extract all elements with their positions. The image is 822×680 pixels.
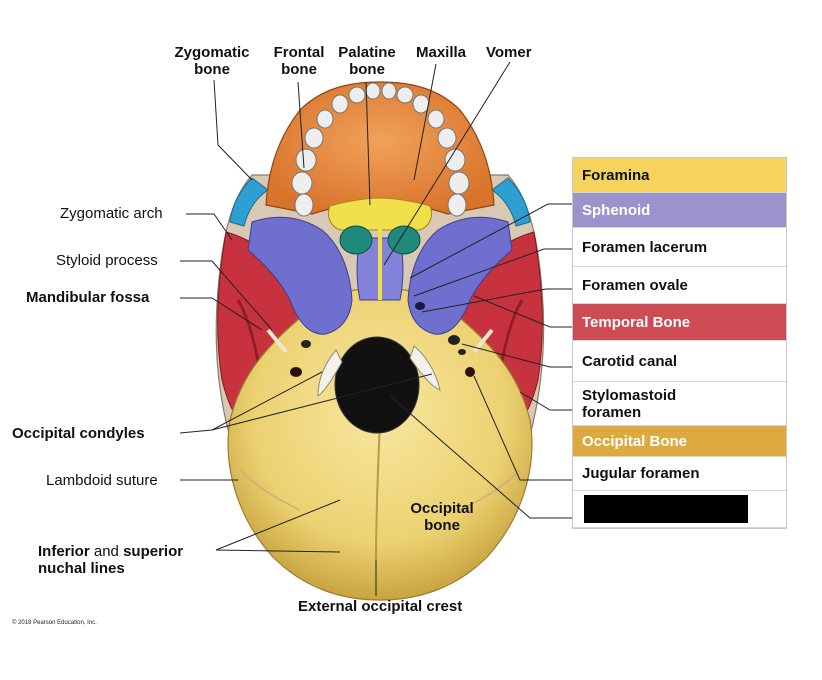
label-nuchal-lines-line1: Inferior and superior [38, 543, 183, 560]
sphenoid-right [407, 216, 513, 335]
foramen-magnum [334, 336, 420, 434]
label-frontal-bone-line2: bone [281, 61, 317, 78]
legend-row: Foramen lacerum [573, 228, 786, 267]
label-styloid-process: Styloid process [56, 252, 158, 269]
label-occipital-condyles: Occipital condyles [12, 425, 145, 442]
label-lambdoid-suture: Lambdoid suture [46, 472, 158, 489]
zygomatic-bone-right [491, 177, 531, 227]
legend-label: Temporal Bone [582, 313, 691, 331]
legend-row [573, 491, 786, 528]
legend-row: Foramen ovale [573, 267, 786, 304]
occipital-condyle-left [317, 349, 343, 398]
legend-row: Sphenoid [573, 193, 786, 228]
lambdoid-suture-line [239, 469, 521, 511]
teeth [291, 82, 470, 217]
label-palatine-bone-line1: Palatine [338, 44, 396, 61]
leader-legend-foramina [409, 203, 572, 279]
legend-label: Carotid canal [582, 352, 678, 370]
left-foramen-hole [290, 367, 302, 377]
label-nuchal-lines-line2: nuchal lines [38, 560, 125, 577]
label-frontal-bone-line1: Frontal [273, 44, 325, 61]
label-zygomatic-bone-line2: bone [194, 61, 230, 78]
legend-label: Stylomastoid foramen [582, 386, 677, 421]
choana-right [387, 225, 421, 255]
external-occipital-crest-ridge [375, 419, 381, 561]
leader-nuchal-lines-2 [215, 549, 341, 553]
redacted-label [584, 495, 748, 523]
label-zygomatic-bone-line1: Zygomatic [174, 44, 250, 61]
leader-frontal-bone [297, 81, 305, 169]
legend-row: Jugular foramen [573, 457, 786, 491]
leader-legend-carotid [461, 343, 572, 368]
leader-zygomatic-arch [186, 213, 233, 241]
leader-occipital-condyles-2 [211, 373, 433, 431]
legend-label: Jugular foramen [582, 465, 700, 482]
legend-label: Foramen lacerum [582, 238, 708, 256]
legend-label: Sphenoid [582, 201, 651, 219]
label-nuchal-superior: superior [123, 543, 184, 560]
jugular-foramen-hole [448, 335, 460, 345]
label-occipital-bone-line1: Occipital [410, 500, 474, 517]
stylomastoid-hole [465, 367, 475, 377]
legend-row: Stylomastoid foramen [573, 382, 786, 426]
legend-label: Foramen ovale [582, 276, 688, 294]
legend-label: Occipital Bone [582, 432, 688, 450]
leader-zygomatic-bone [213, 79, 253, 181]
leader-legend-ovale [421, 288, 572, 313]
label-frontal-bone: Frontal bone [264, 44, 334, 78]
legend-row: Carotid canal [573, 341, 786, 382]
leader-lines [179, 61, 572, 596]
carotid-canal-hole [458, 349, 466, 355]
label-mandibular-fossa: Mandibular fossa [26, 289, 150, 306]
sphenoid-left [247, 216, 353, 335]
copyright-text: © 2018 Pearson Education, Inc. [12, 620, 97, 626]
leader-legend-jugular [473, 375, 572, 481]
leader-legend-lacerum [413, 248, 572, 297]
leader-nuchal-lines-1 [215, 499, 341, 551]
leader-mandibular-fossa [180, 297, 263, 331]
label-nuchal-inferior: Inferior [38, 543, 90, 560]
legend-row: Temporal Bone [573, 304, 786, 341]
occipital-condyle-right [409, 345, 441, 391]
label-nuchal-lines: Inferior and superior nuchal lines [38, 543, 183, 577]
label-palatine-bone-line2: bone [349, 61, 385, 78]
leader-legend-stylomastoid [519, 391, 572, 411]
legend-row: Foramina [573, 158, 786, 193]
legend-row: Occipital Bone [573, 426, 786, 457]
leader-legend-temporal [473, 295, 572, 328]
leader-maxilla [413, 63, 437, 181]
label-zygomatic-arch: Zygomatic arch [60, 205, 163, 222]
leader-styloid-process [180, 260, 273, 331]
leader-vomer [383, 61, 511, 266]
legend-label: Foramina [582, 166, 650, 184]
zygomatic-bone-left [229, 177, 269, 227]
label-zygomatic-bone: Zygomatic bone [160, 44, 264, 78]
label-occipital-bone: Occipital bone [398, 500, 486, 534]
choana-left [339, 225, 373, 255]
label-vomer: Vomer [486, 44, 532, 61]
label-occipital-bone-line2: bone [424, 517, 460, 534]
label-external-occipital-crest: External occipital crest [298, 598, 463, 615]
styloid-process-left [266, 328, 288, 354]
leader-legend-redacted [389, 395, 572, 519]
leader-palatine-bone [365, 81, 371, 206]
label-maxilla: Maxilla [416, 44, 467, 61]
label-nuchal-and: and [89, 543, 124, 560]
label-palatine-bone: Palatine bone [330, 44, 404, 78]
left-foramen-hole-2 [301, 340, 311, 348]
foramen-ovale-hole [415, 302, 425, 310]
